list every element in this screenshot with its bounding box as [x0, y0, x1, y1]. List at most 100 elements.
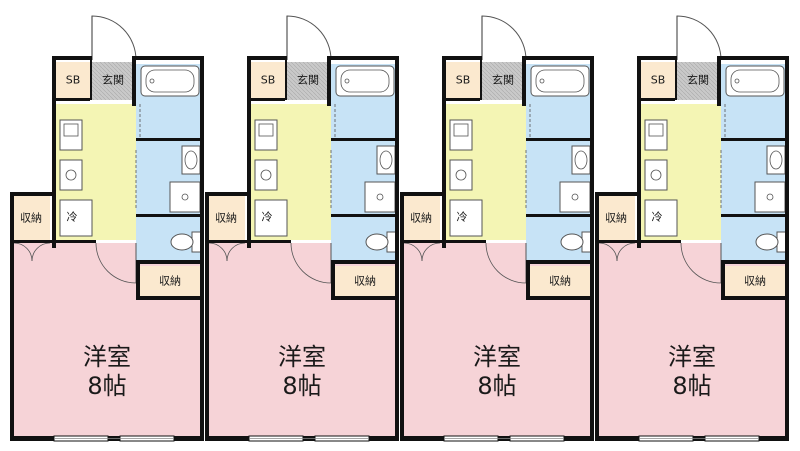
storage-left-floor: [10, 196, 50, 243]
storage-left-label: 収納: [215, 212, 237, 225]
wall: [526, 138, 592, 141]
wall: [723, 296, 789, 300]
storage-left-door-swing: [226, 242, 246, 262]
wall: [136, 138, 202, 141]
wash-basin-bowl: [379, 150, 393, 170]
shoe-box-label: SB: [456, 74, 471, 87]
wall: [134, 56, 204, 60]
room-name-label: 洋室: [668, 343, 716, 371]
entrance-label: 玄関: [492, 73, 514, 87]
shoe-box-floor: [251, 62, 285, 100]
wall: [395, 56, 399, 440]
wall: [526, 260, 592, 264]
storage-right-label: 収納: [549, 275, 571, 288]
wall: [442, 56, 482, 60]
bathtub-drain: [149, 78, 155, 84]
toilet-bowl: [170, 233, 194, 251]
wall: [400, 240, 444, 243]
entrance-label: 玄関: [687, 73, 709, 87]
wall: [331, 260, 397, 264]
entrance-floor: [675, 62, 721, 100]
wall: [675, 60, 677, 100]
wall: [637, 56, 677, 60]
entrance-floor: [90, 62, 136, 100]
shoe-box-floor: [56, 62, 90, 100]
wall: [205, 192, 209, 440]
wall: [136, 260, 140, 300]
wall: [442, 98, 480, 101]
entrance-door-swing: [91, 15, 137, 61]
bathtub: [530, 65, 590, 97]
wall: [132, 56, 136, 106]
wall: [10, 192, 54, 196]
wall: [136, 214, 202, 217]
kitchen-sink: [449, 119, 473, 151]
kitchen-sink-basin: [258, 123, 274, 137]
stove-burner: [455, 169, 467, 181]
entrance-floor: [285, 62, 331, 100]
fridge-space: [59, 199, 93, 237]
room-door-swing: [95, 242, 137, 284]
wall: [717, 56, 721, 106]
stove: [254, 159, 278, 191]
room-door-swing: [680, 242, 722, 284]
wall: [721, 214, 787, 217]
fridge-label: 冷: [457, 211, 468, 224]
wall: [442, 240, 486, 243]
washing-machine-drain: [571, 193, 579, 201]
stove-burner: [65, 169, 77, 181]
room-name-label: 洋室: [83, 343, 131, 371]
wall: [526, 260, 530, 300]
bathtub: [335, 65, 395, 97]
wash-basin-bowl: [769, 150, 783, 170]
wall: [721, 138, 787, 141]
room-size-label: 8帖: [477, 372, 516, 400]
stove: [59, 159, 83, 191]
bathtub-drain: [344, 78, 350, 84]
kitchen-sink: [644, 119, 668, 151]
room-size-label: 8帖: [87, 372, 126, 400]
wall: [522, 56, 526, 106]
entrance-label: 玄関: [297, 73, 319, 87]
wall: [205, 240, 249, 243]
stove: [644, 159, 668, 191]
toilet-bowl: [755, 233, 779, 251]
washing-machine-drain: [376, 193, 384, 201]
wall: [138, 296, 204, 300]
wall: [528, 296, 594, 300]
fridge-space: [254, 199, 288, 237]
storage-right-floor: [333, 266, 397, 296]
wall: [442, 56, 446, 248]
washing-machine-pan: [754, 181, 786, 213]
wall: [285, 60, 287, 100]
wall: [524, 56, 594, 60]
toilet-bowl: [560, 233, 584, 251]
bathtub: [140, 65, 200, 97]
wall: [329, 56, 399, 60]
stove: [449, 159, 473, 191]
wall: [785, 56, 789, 440]
bathtub: [725, 65, 785, 97]
storage-left-label: 収納: [605, 212, 627, 225]
shoe-box-label: SB: [261, 74, 276, 87]
wall: [721, 260, 725, 300]
wall: [52, 56, 92, 60]
bathtub-drain: [539, 78, 545, 84]
room-name-label: 洋室: [278, 343, 326, 371]
wall: [247, 56, 251, 248]
fridge-label: 冷: [652, 211, 663, 224]
wall: [637, 240, 681, 243]
wall: [52, 98, 90, 101]
shoe-box-label: SB: [651, 74, 666, 87]
storage-right-floor: [723, 266, 787, 296]
wash-basin-bowl: [574, 150, 588, 170]
wall: [200, 56, 204, 440]
washing-machine-pan: [169, 181, 201, 213]
storage-left-floor: [205, 196, 245, 243]
storage-left-label: 収納: [20, 212, 42, 225]
wall: [247, 98, 285, 101]
storage-right-label: 収納: [354, 275, 376, 288]
kitchen-sink: [59, 119, 83, 151]
